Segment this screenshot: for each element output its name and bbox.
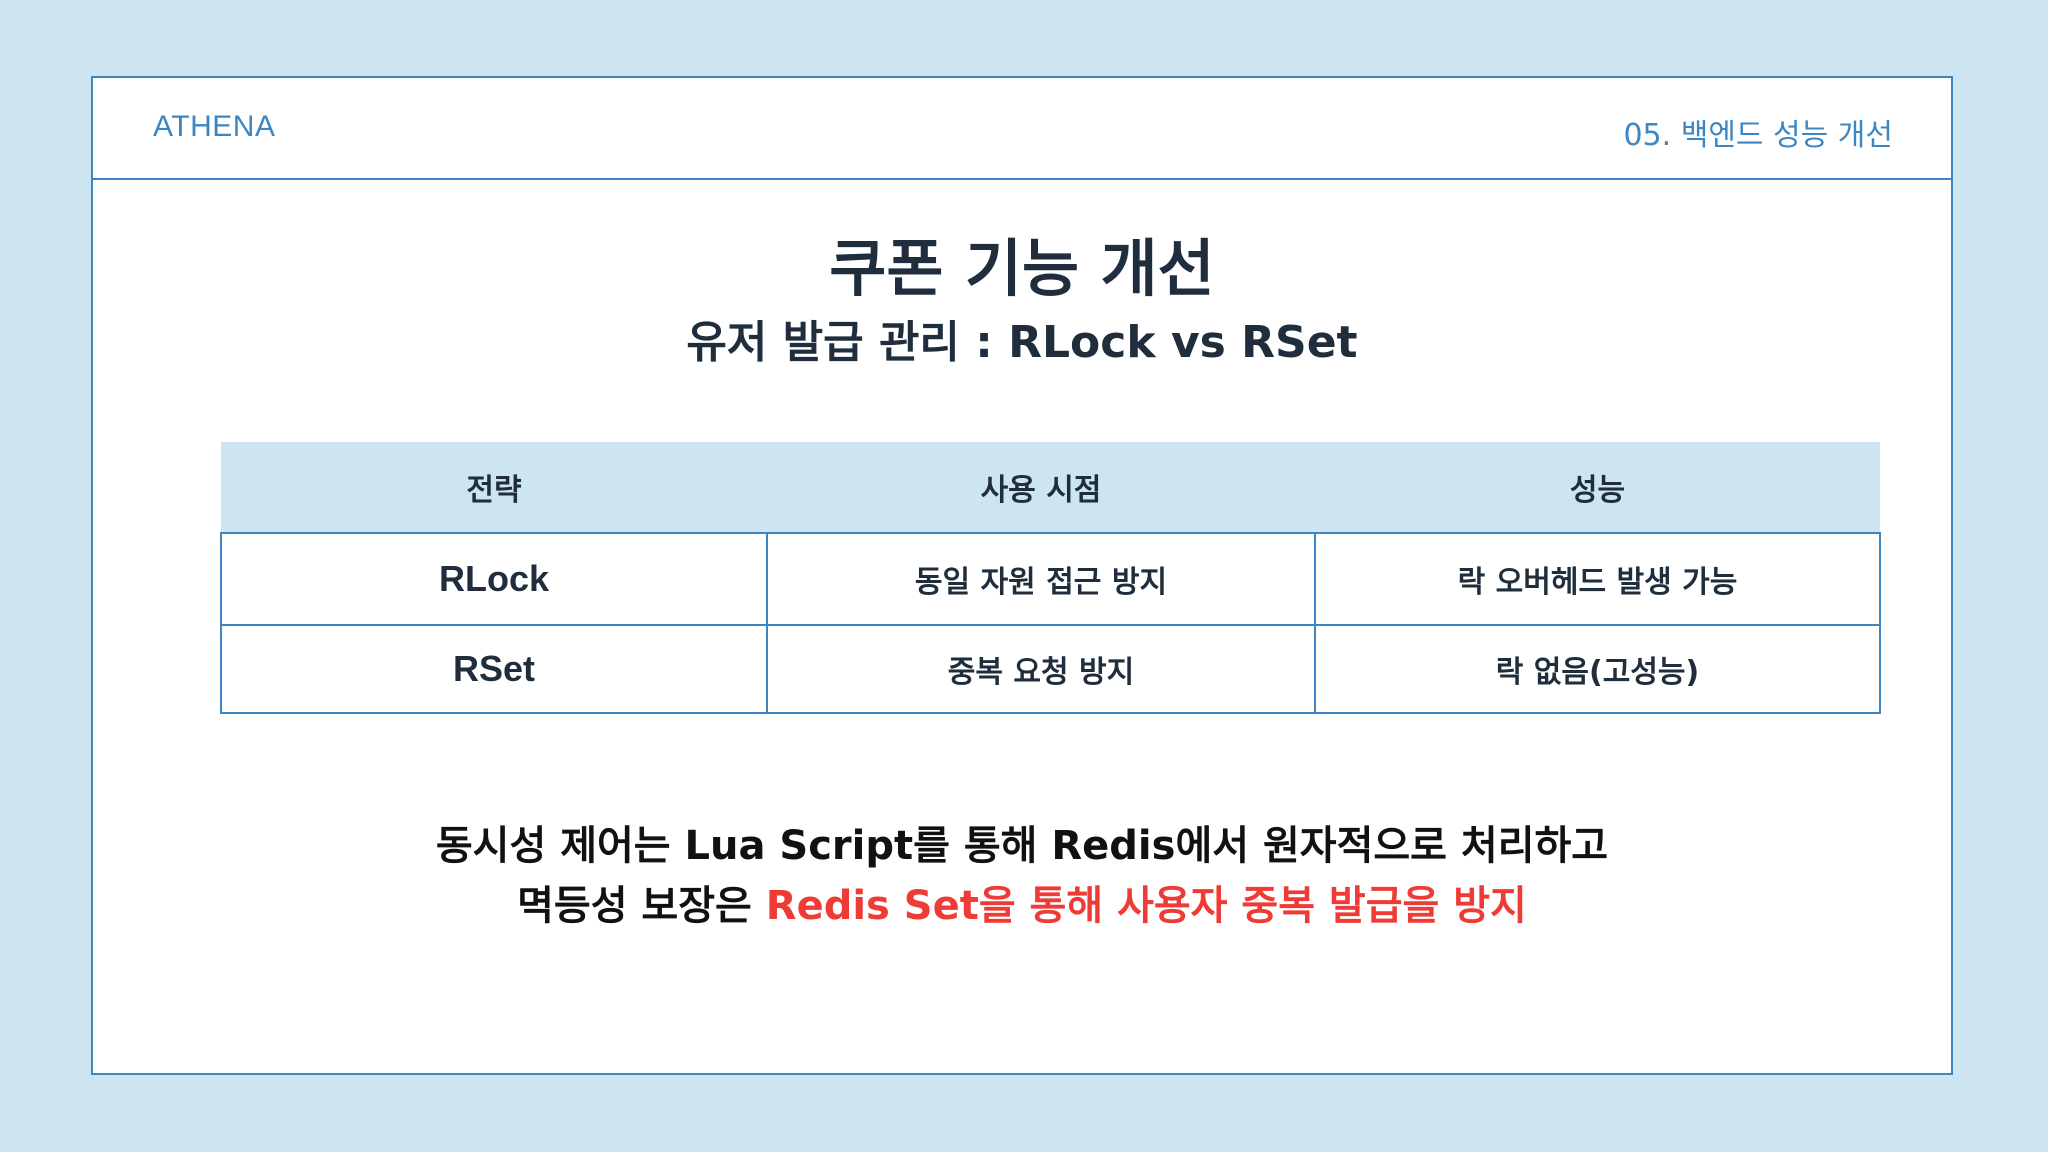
column-header-strategy: 전략 [221, 442, 767, 534]
table-row: RSet 중복 요청 방지 락 없음(고성능) [220, 624, 1881, 714]
cell-strategy-highlight: RSet [220, 624, 768, 714]
summary-line-2: 멱등성 보장은 Redis Set을 통해 사용자 중복 발급을 방지 [93, 876, 1951, 936]
slide-header: ATHENA 05. 백엔드 성능 개선 [93, 78, 1951, 180]
table-row: RLock 동일 자원 접근 방지 락 오버헤드 발생 가능 [220, 532, 1881, 626]
summary-text: 동시성 제어는 Lua Script를 통해 Redis에서 원자적으로 처리하… [93, 816, 1951, 936]
summary-line-2-prefix: 멱등성 보장은 [517, 883, 766, 929]
cell-performance: 락 없음(고성능) [1314, 624, 1881, 714]
summary-line-2-highlight: Redis Set을 통해 사용자 중복 발급을 방지 [765, 883, 1527, 929]
slide: ATHENA 05. 백엔드 성능 개선 쿠폰 기능 개선 유저 발급 관리 :… [91, 76, 1953, 1075]
cell-performance: 락 오버헤드 발생 가능 [1314, 532, 1881, 626]
page-title: 쿠폰 기능 개선 [829, 232, 1215, 305]
column-header-use-case: 사용 시점 [767, 442, 1315, 534]
comparison-table: 전략 사용 시점 성능 RLock 동일 자원 접근 방지 락 오버헤드 발생 … [220, 442, 1881, 714]
page-subtitle: 유저 발급 관리 : RLock vs RSet [686, 317, 1358, 368]
summary-line-1: 동시성 제어는 Lua Script를 통해 Redis에서 원자적으로 처리하… [435, 823, 1609, 869]
section-label: 05. 백엔드 성능 개선 [1623, 118, 1893, 153]
brand-label: ATHENA [153, 110, 276, 143]
column-header-performance: 성능 [1315, 442, 1880, 534]
table-header-row: 전략 사용 시점 성능 [221, 442, 1880, 534]
cell-use-case: 중복 요청 방지 [766, 624, 1316, 714]
cell-strategy: RLock [220, 532, 768, 626]
cell-use-case: 동일 자원 접근 방지 [766, 532, 1316, 626]
